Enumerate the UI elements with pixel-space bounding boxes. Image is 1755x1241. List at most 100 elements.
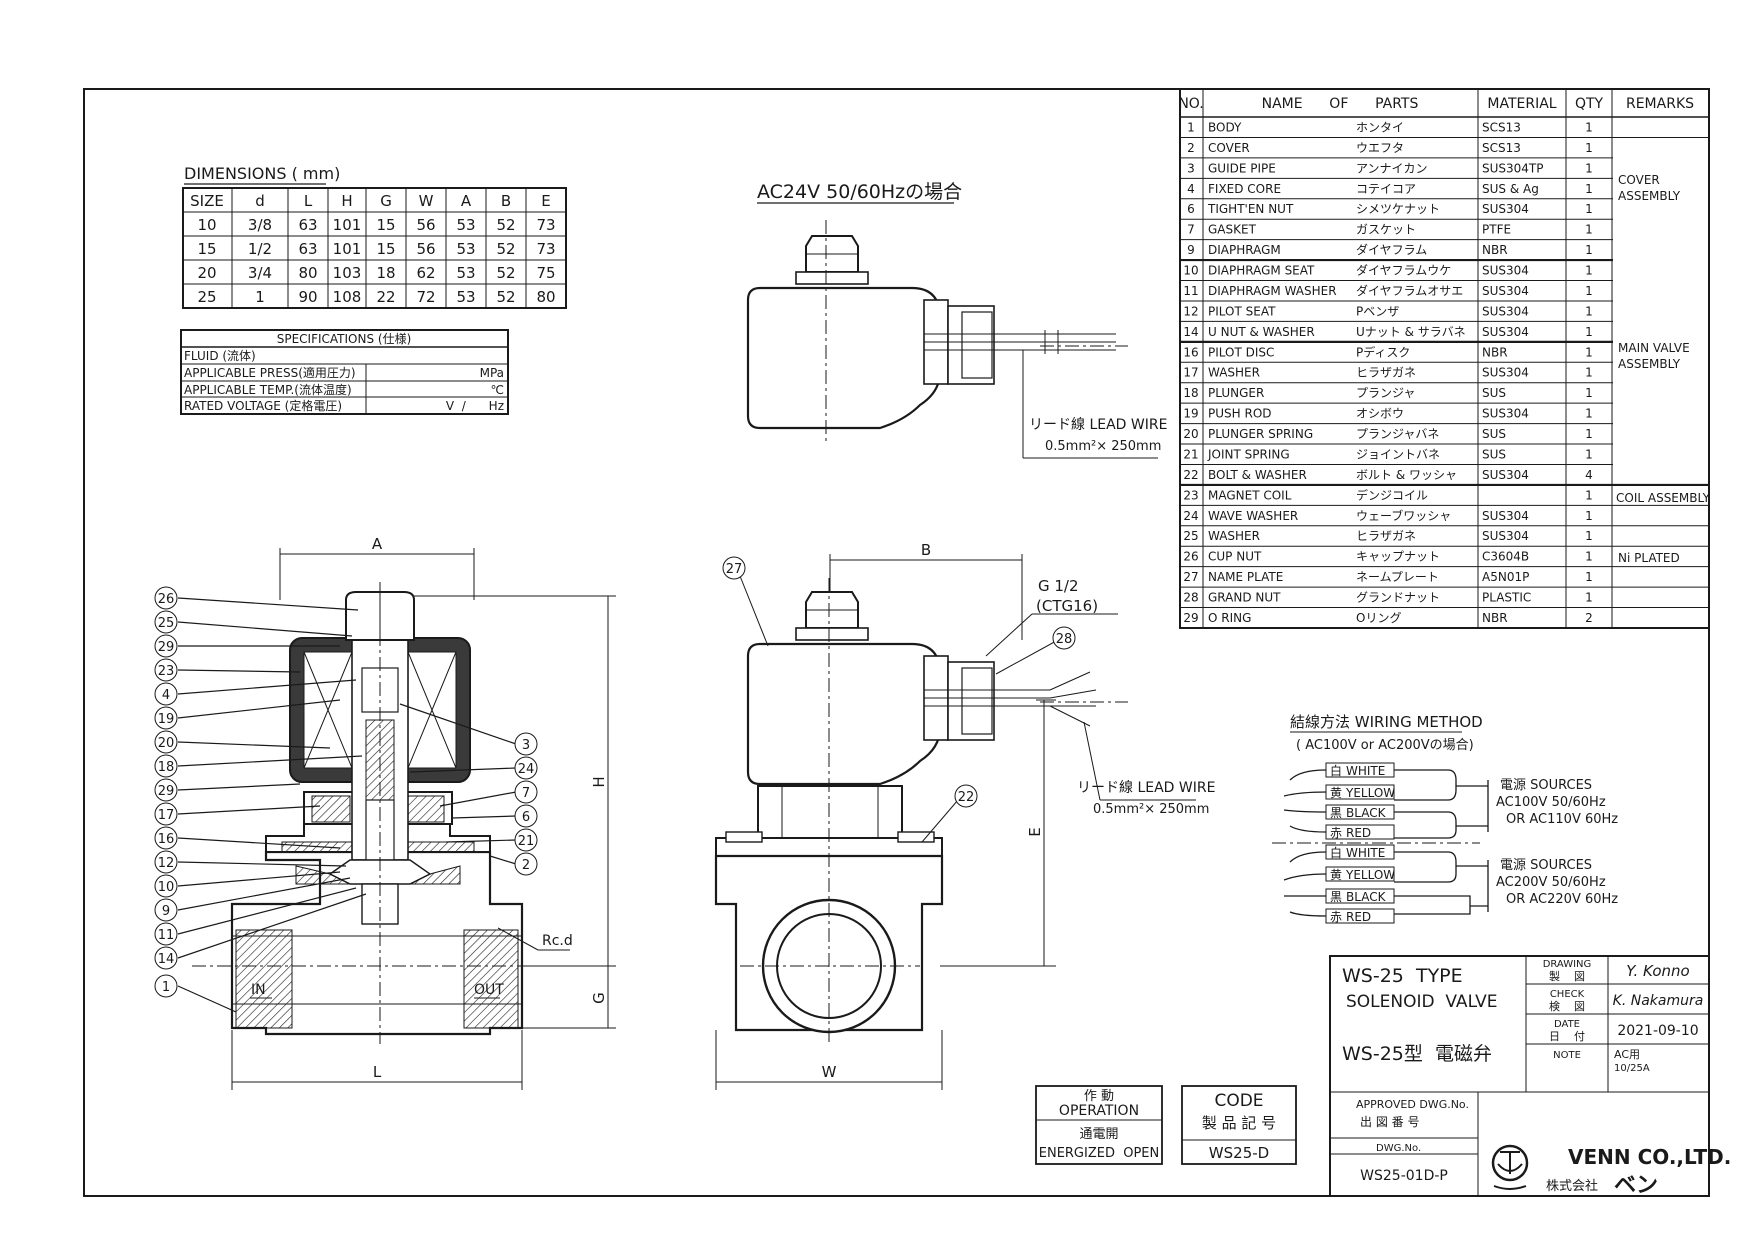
parts-cell-no: 18 — [1183, 386, 1198, 400]
dim-cell: 3/4 — [248, 264, 272, 282]
parts-cell-qty: 1 — [1585, 120, 1593, 134]
upper-source-2: OR AC110V 60Hz — [1506, 812, 1618, 827]
parts-cell-qty: 4 — [1585, 468, 1593, 482]
dim-cell: 56 — [416, 216, 435, 234]
wire-en: RED — [1346, 826, 1371, 840]
parts-cell-material: SUS & Ag — [1482, 182, 1539, 196]
dimensions-title: DIMENSIONS ( mm) — [184, 164, 340, 183]
balloon-label: 18 — [158, 760, 175, 775]
spec-title: SPECIFICATIONS (仕様) — [277, 332, 412, 346]
parts-cell-qty: 1 — [1585, 591, 1593, 605]
parts-cell-name: NAME PLATE — [1208, 570, 1283, 584]
parts-cell-name: WASHER — [1208, 529, 1260, 543]
parts-cell-jp: ガスケット — [1356, 223, 1416, 237]
dim-cell: 52 — [496, 240, 515, 258]
parts-cell-name: MAGNET COIL — [1208, 488, 1292, 502]
parts-cell-jp: Pディスク — [1356, 344, 1410, 359]
dim-cell: 53 — [456, 240, 475, 258]
parts-header-name: NAME OF PARTS — [1262, 96, 1419, 112]
lead-wire-label-side: リード線 LEAD WIRE — [1077, 780, 1215, 796]
dim-cell: 3/8 — [248, 216, 272, 234]
dim-cell: 10 — [197, 216, 216, 234]
parts-cell-name: GUIDE PIPE — [1208, 161, 1276, 175]
parts-cell-jp: デンジコイル — [1356, 487, 1428, 502]
approved-label-jp: 出 図 番 号 — [1360, 1115, 1419, 1129]
remark-main-2: ASSEMBLY — [1618, 357, 1681, 371]
parts-cell-name: COVER — [1208, 141, 1250, 155]
parts-cell-material: SUS304 — [1482, 509, 1529, 523]
parts-cell-jp: ヒラザガネ — [1356, 366, 1416, 380]
parts-cell-material: PLASTIC — [1482, 591, 1531, 605]
approved-label: APPROVED DWG.No. — [1356, 1098, 1469, 1111]
wiring-title: 結線方法 WIRING METHOD — [1290, 713, 1483, 731]
parts-cell-jp: Oリング — [1356, 611, 1401, 625]
parts-cell-no: 1 — [1187, 120, 1195, 134]
wire-jp: 黒 — [1330, 890, 1342, 904]
drawing-subtitle: SOLENOID VALVE — [1346, 992, 1498, 1012]
dim-cell: 52 — [496, 288, 515, 306]
remark-coil: COIL ASSEMBLY — [1616, 491, 1711, 505]
parts-cell-no: 6 — [1187, 202, 1195, 216]
code-jp: 製 品 記 号 — [1202, 1114, 1276, 1132]
parts-cell-jp: ウエフタ — [1356, 141, 1404, 155]
date-value: 2021-09-10 — [1617, 1023, 1698, 1039]
balloon-label: 3 — [522, 738, 530, 753]
parts-cell-qty: 1 — [1585, 366, 1593, 380]
parts-cell-name: GASKET — [1208, 223, 1257, 237]
dim-cell: 22 — [376, 288, 395, 306]
wire-en: RED — [1346, 910, 1371, 924]
parts-cell-name: DIAPHRAGM SEAT — [1208, 264, 1315, 278]
parts-cell-no: 20 — [1183, 427, 1198, 441]
parts-cell-material: SCS13 — [1482, 141, 1521, 155]
parts-cell-jp: ダイヤフラム — [1356, 242, 1427, 257]
parts-header-material: MATERIAL — [1487, 96, 1556, 112]
dim-letter-e: E — [1026, 827, 1044, 836]
company-name: VENN CO.,LTD. — [1568, 1145, 1731, 1169]
parts-cell-jp: ボルト & ワッシャ — [1356, 468, 1457, 482]
parts-cell-no: 9 — [1187, 243, 1195, 257]
parts-cell-material: SUS304TP — [1482, 161, 1544, 175]
dim-letter-g: G — [590, 992, 608, 1004]
operation-box: 作 動 OPERATION 通電開 ENERGIZED OPEN — [1035, 1085, 1163, 1165]
wire-en: WHITE — [1346, 764, 1385, 778]
dim-cell: 53 — [456, 264, 475, 282]
parts-cell-jp: ネームプレート — [1356, 570, 1439, 584]
dim-cell: 56 — [416, 240, 435, 258]
operation-value-jp: 通電開 — [1079, 1127, 1118, 1142]
balloon-label: 2 — [522, 858, 530, 873]
parts-cell-name: O RING — [1208, 611, 1251, 625]
parts-cell-qty: 1 — [1585, 407, 1593, 421]
wire-en: YELLOW — [1345, 786, 1395, 800]
port-in-label: IN — [251, 982, 266, 998]
balloon-label: 21 — [518, 834, 535, 849]
wire-jp: 白 — [1330, 763, 1342, 778]
operation-en: OPERATION — [1059, 1103, 1139, 1119]
dim-header-l: L — [304, 192, 313, 210]
parts-cell-jp: プランジャ — [1356, 386, 1415, 400]
lead-wire-spec-top: 0.5mm²× 250mm — [1045, 439, 1161, 454]
parts-cell-qty: 1 — [1585, 161, 1593, 175]
upper-source-1: AC100V 50/60Hz — [1496, 795, 1606, 810]
parts-cell-qty: 1 — [1585, 427, 1593, 441]
parts-cell-no: 25 — [1183, 529, 1198, 543]
dim-cell: 52 — [496, 264, 515, 282]
balloon-label: 12 — [158, 856, 175, 871]
parts-cell-qty: 1 — [1585, 182, 1593, 196]
dim-header-size: SIZE — [190, 192, 224, 210]
dim-header-a: A — [461, 192, 472, 210]
parts-cell-jp: シメツケナット — [1356, 202, 1440, 216]
parts-cell-qty: 1 — [1585, 386, 1593, 400]
parts-cell-material: SUS304 — [1482, 325, 1529, 339]
balloon-label: 7 — [522, 786, 530, 801]
parts-cell-qty: 1 — [1585, 345, 1593, 359]
parts-table: NO. NAME OF PARTS MATERIAL QTY REMARKS 1… — [1178, 88, 1711, 629]
wire-jp: 黄 — [1330, 786, 1342, 800]
balloon-label: 22 — [958, 790, 975, 805]
drawn-by-name: Y. Konno — [1626, 962, 1689, 980]
parts-cell-qty: 1 — [1585, 141, 1593, 155]
parts-cell-qty: 1 — [1585, 243, 1593, 257]
spec-label: FLUID (流体) — [184, 349, 256, 363]
dim-cell: 72 — [416, 288, 435, 306]
spec-unit: V / Hz — [446, 399, 504, 413]
spec-unit: MPa — [480, 366, 504, 380]
